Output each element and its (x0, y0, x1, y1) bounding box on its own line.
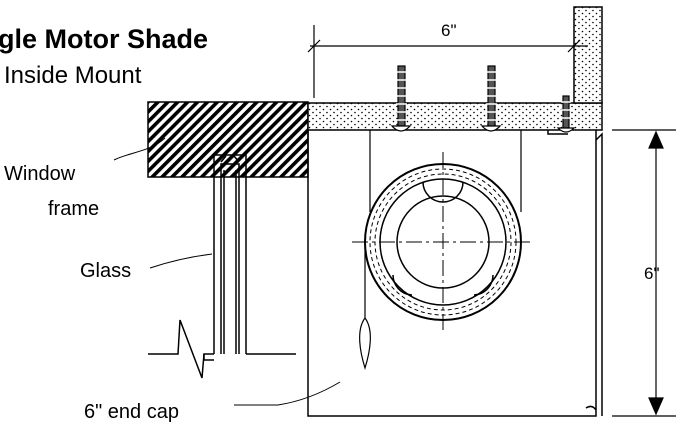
glass-label: Glass (80, 260, 131, 282)
center-line (352, 152, 534, 332)
dimension-height-label: 6" (644, 264, 660, 283)
dimension-height (612, 129, 676, 417)
diagram-title: gle Motor Shade (0, 24, 208, 54)
dimension-width (307, 25, 588, 98)
diagram-subtitle: Inside Mount (4, 62, 142, 89)
dimension-width-label: 6" (441, 21, 457, 40)
mounting-screw-middle (480, 65, 502, 132)
end-cap-label: 6" end cap (84, 401, 179, 423)
mounting-screw-left (390, 65, 412, 132)
mounting-screw-right (556, 95, 576, 133)
mounting-board (307, 6, 603, 131)
sill-break-line (148, 319, 296, 379)
pull-cord (359, 242, 371, 371)
end-cap-bracket (307, 130, 603, 417)
window-frame-label-line2: frame (48, 198, 99, 220)
callout-leaders (113, 137, 341, 406)
motor-housing-plate (369, 130, 522, 212)
glass-channel (213, 154, 247, 354)
window-frame-label-line1: Window (4, 163, 76, 185)
window-frame (147, 101, 309, 178)
